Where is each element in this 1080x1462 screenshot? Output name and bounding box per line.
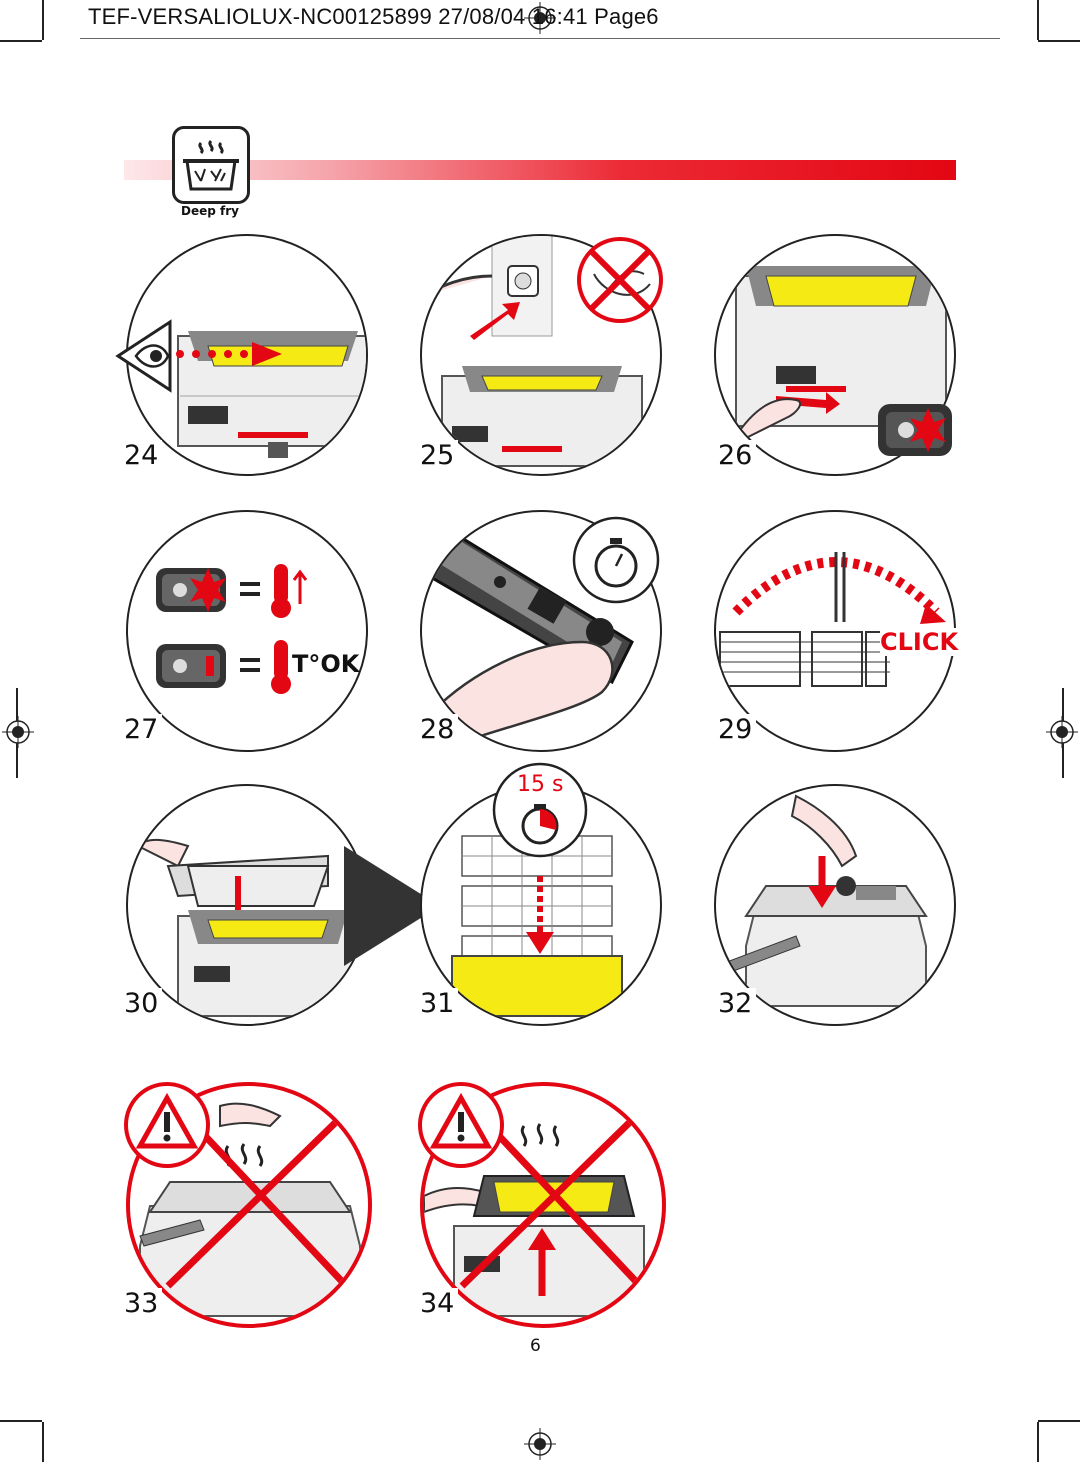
temperature-ok-label: T°OK — [292, 650, 360, 678]
step-number: 34 — [416, 1288, 459, 1319]
step-30-illustration — [126, 784, 368, 1026]
crop-mark — [0, 1420, 42, 1422]
step-number: 29 — [714, 714, 757, 745]
step-29-illustration — [714, 510, 956, 752]
drain-basket-icon — [451, 835, 623, 1017]
next-step-arrow-icon — [344, 846, 440, 966]
click-label: CLICK — [880, 628, 959, 656]
step-number: 33 — [120, 1288, 163, 1319]
no-cord-icon — [577, 237, 663, 323]
registration-target-icon — [2, 716, 34, 748]
step-34-illustration — [420, 1082, 666, 1328]
section-color-bar — [124, 160, 956, 180]
eye-icon — [115, 319, 282, 393]
warning-triangle-icon — [418, 1082, 504, 1168]
crop-mark — [1038, 1420, 1080, 1422]
switch-lit-icon — [878, 404, 952, 456]
timer-15s-icon — [492, 762, 588, 858]
lid-close-icon — [716, 794, 928, 1007]
step-number: 32 — [714, 988, 757, 1019]
step-number: 27 — [120, 714, 163, 745]
step-number: 24 — [120, 440, 163, 471]
basket-click-icon — [719, 552, 946, 687]
crop-mark — [1037, 0, 1039, 40]
crop-mark — [42, 0, 44, 40]
lower-basket-icon — [136, 839, 359, 1017]
switch-on-icon — [734, 266, 947, 440]
plug-in-icon — [422, 236, 643, 467]
thermostat-light-icon — [156, 564, 308, 694]
crop-mark — [42, 1422, 44, 1462]
step-25-illustration — [420, 234, 662, 476]
step-number: 26 — [714, 440, 757, 471]
step-27-illustration — [126, 510, 368, 752]
step-number: 28 — [416, 714, 459, 745]
stopwatch-icon — [572, 516, 660, 604]
step-32-illustration — [714, 784, 956, 1026]
page-number: 6 — [530, 1336, 541, 1356]
do-not-lift-warning-icon — [424, 1119, 647, 1317]
crop-rule — [80, 38, 1000, 39]
registration-target-icon — [1046, 716, 1078, 748]
warning-triangle-icon — [124, 1082, 210, 1168]
crop-mark — [1038, 40, 1080, 42]
crop-mark — [1037, 1422, 1039, 1462]
registration-target-icon — [524, 2, 556, 34]
timer-label: 15 s — [517, 772, 564, 797]
print-slug: TEF-VERSALIOLUX-NC00125899 27/08/04 16:4… — [88, 4, 659, 29]
timer-button-icon — [422, 530, 634, 744]
section-label: Deep fry — [181, 204, 239, 218]
step-number: 30 — [120, 988, 163, 1019]
registration-target-icon — [524, 1428, 556, 1460]
step-number: 31 — [416, 988, 459, 1019]
deep-fry-pot-icon — [172, 126, 250, 204]
crop-mark — [0, 40, 42, 42]
step-number: 25 — [416, 440, 459, 471]
